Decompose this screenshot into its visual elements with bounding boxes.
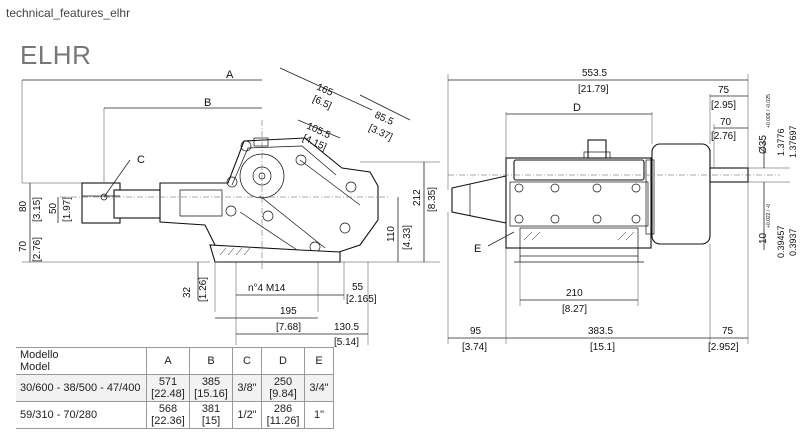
left-pump-view: A B C 165 [6.5] 105.5 [4.15] 85.5 [3.37]…: [18, 67, 440, 348]
table-cell-d-in: [11.26]: [266, 415, 300, 427]
table-cell-e: 1": [304, 401, 334, 429]
table-col-a: A: [146, 347, 190, 375]
table-cell-a-in: [22.36]: [151, 415, 185, 427]
table-cell-b-mm: 385: [201, 376, 221, 388]
table-cell-d: 286[11.26]: [261, 401, 305, 429]
right-dim-key-in-b: 0.3937: [788, 228, 798, 256]
table-cell-b-mm: 381: [201, 403, 221, 415]
right-dim-shaft-in-b: 1.37697: [788, 125, 798, 158]
right-pump-view: 553.5 [21.79] D 75 [2.95] 70 [2.76] Ø35 …: [447, 68, 798, 353]
right-dim-key-in-a: 0.39457: [776, 225, 786, 258]
right-dim-553-5-in: [21.79]: [578, 84, 609, 95]
table-cell-model: 59/310 - 70/280: [16, 401, 147, 429]
table-cell-b: 385[15.16]: [189, 374, 233, 402]
right-dim-210: 210: [566, 288, 583, 299]
dimension-table: Modello Model A B C D E 30/600 - 38/500 …: [16, 347, 334, 429]
left-dim-50: 50: [48, 202, 59, 214]
right-dim-75-bot-in: [2.952]: [708, 342, 739, 353]
left-dim-70-in: [2.76]: [32, 237, 43, 262]
right-dim-210-in: [8.27]: [562, 304, 587, 315]
table-head-model: Modello Model: [16, 347, 147, 375]
table-cell-c: 1/2": [232, 401, 262, 429]
table-cell-model: 30/600 - 38/500 - 47/400: [16, 374, 147, 402]
table-head-it: Modello: [20, 349, 59, 361]
right-dim-383-5: 383.5: [588, 326, 613, 337]
table-cell-a-mm: 568: [158, 403, 178, 415]
table-cell-a: 571[22.48]: [146, 374, 190, 402]
table-cell-d-in: [9.84]: [269, 388, 297, 400]
left-dim-70: 70: [18, 240, 29, 252]
table-cell-b-in: [15.16]: [194, 388, 228, 400]
right-dim-shaft-dia: Ø35: [758, 135, 769, 154]
right-dim-key-tol: +0.022 / -0: [766, 204, 772, 228]
left-dim-55-in: [2.165]: [346, 294, 377, 305]
left-dim-a: A: [226, 69, 234, 81]
left-dim-32-in: [1.26]: [198, 277, 209, 302]
left-dim-195-in: [7.68]: [276, 322, 301, 333]
left-dim-130-5: 130.5: [334, 322, 359, 333]
table-cell-e: 3/4": [304, 374, 334, 402]
right-dim-95-in: [3.74]: [462, 342, 487, 353]
table-cell-a-mm: 571: [158, 376, 178, 388]
left-dim-110-in: [4.33]: [402, 225, 413, 250]
left-dim-c: C: [137, 154, 145, 166]
left-dim-212: 212: [412, 189, 423, 206]
right-dim-75-bot: 75: [722, 326, 734, 337]
left-dim-50-in: [1.97]: [62, 197, 73, 222]
file-label: technical_features_elhr: [6, 6, 131, 20]
table-cell-a-in: [22.48]: [151, 388, 185, 400]
table-col-b: B: [189, 347, 233, 375]
right-dim-e: E: [474, 243, 481, 255]
right-dim-553-5: 553.5: [582, 68, 607, 79]
table-cell-b-in: [15]: [201, 415, 221, 427]
left-dim-80-in: [3.15]: [32, 197, 43, 222]
left-dim-195: 195: [280, 306, 297, 317]
left-dim-holes: n°4 M14: [248, 283, 286, 294]
table-col-e: E: [304, 347, 334, 375]
right-dim-70: 70: [720, 117, 732, 128]
model-title: ELHR: [20, 40, 92, 70]
left-dim-32: 32: [182, 286, 193, 298]
table-cell-b: 381[15]: [189, 401, 233, 429]
right-dim-70-in: [2.76]: [711, 131, 736, 142]
right-dim-75-top: 75: [718, 85, 730, 96]
table-row: 59/310 - 70/280 568[22.36] 381[15] 1/2" …: [16, 401, 334, 429]
table-col-c: C: [232, 347, 262, 375]
right-dim-75-top-in: [2.95]: [711, 100, 736, 111]
table-cell-a: 568[22.36]: [146, 401, 190, 429]
table-col-d: D: [261, 347, 305, 375]
table-head-en: Model: [20, 361, 50, 373]
left-dim-130-5-in: [5.14]: [334, 337, 359, 348]
right-dim-d: D: [573, 102, 581, 114]
right-dim-shaft-in-a: 1.3776: [776, 128, 786, 156]
table-cell-d-mm: 250: [273, 376, 293, 388]
left-dim-b: B: [204, 97, 211, 109]
table-cell-d-mm: 286: [273, 403, 293, 415]
left-dim-212-in: [8.35]: [427, 187, 438, 212]
right-dim-shaft-tol: +0.009 / -0.025: [766, 94, 772, 128]
left-dim-110: 110: [386, 226, 397, 242]
table-row: 30/600 - 38/500 - 47/400 571[22.48] 385[…: [16, 374, 334, 402]
right-dim-383-5-in: [15.1]: [590, 342, 615, 353]
right-dim-key: 10: [758, 232, 769, 244]
table-cell-c: 3/8": [232, 374, 262, 402]
left-dim-80: 80: [18, 200, 29, 212]
left-dim-55: 55: [352, 282, 364, 293]
table-cell-d: 250[9.84]: [261, 374, 305, 402]
right-dim-95: 95: [470, 326, 482, 337]
